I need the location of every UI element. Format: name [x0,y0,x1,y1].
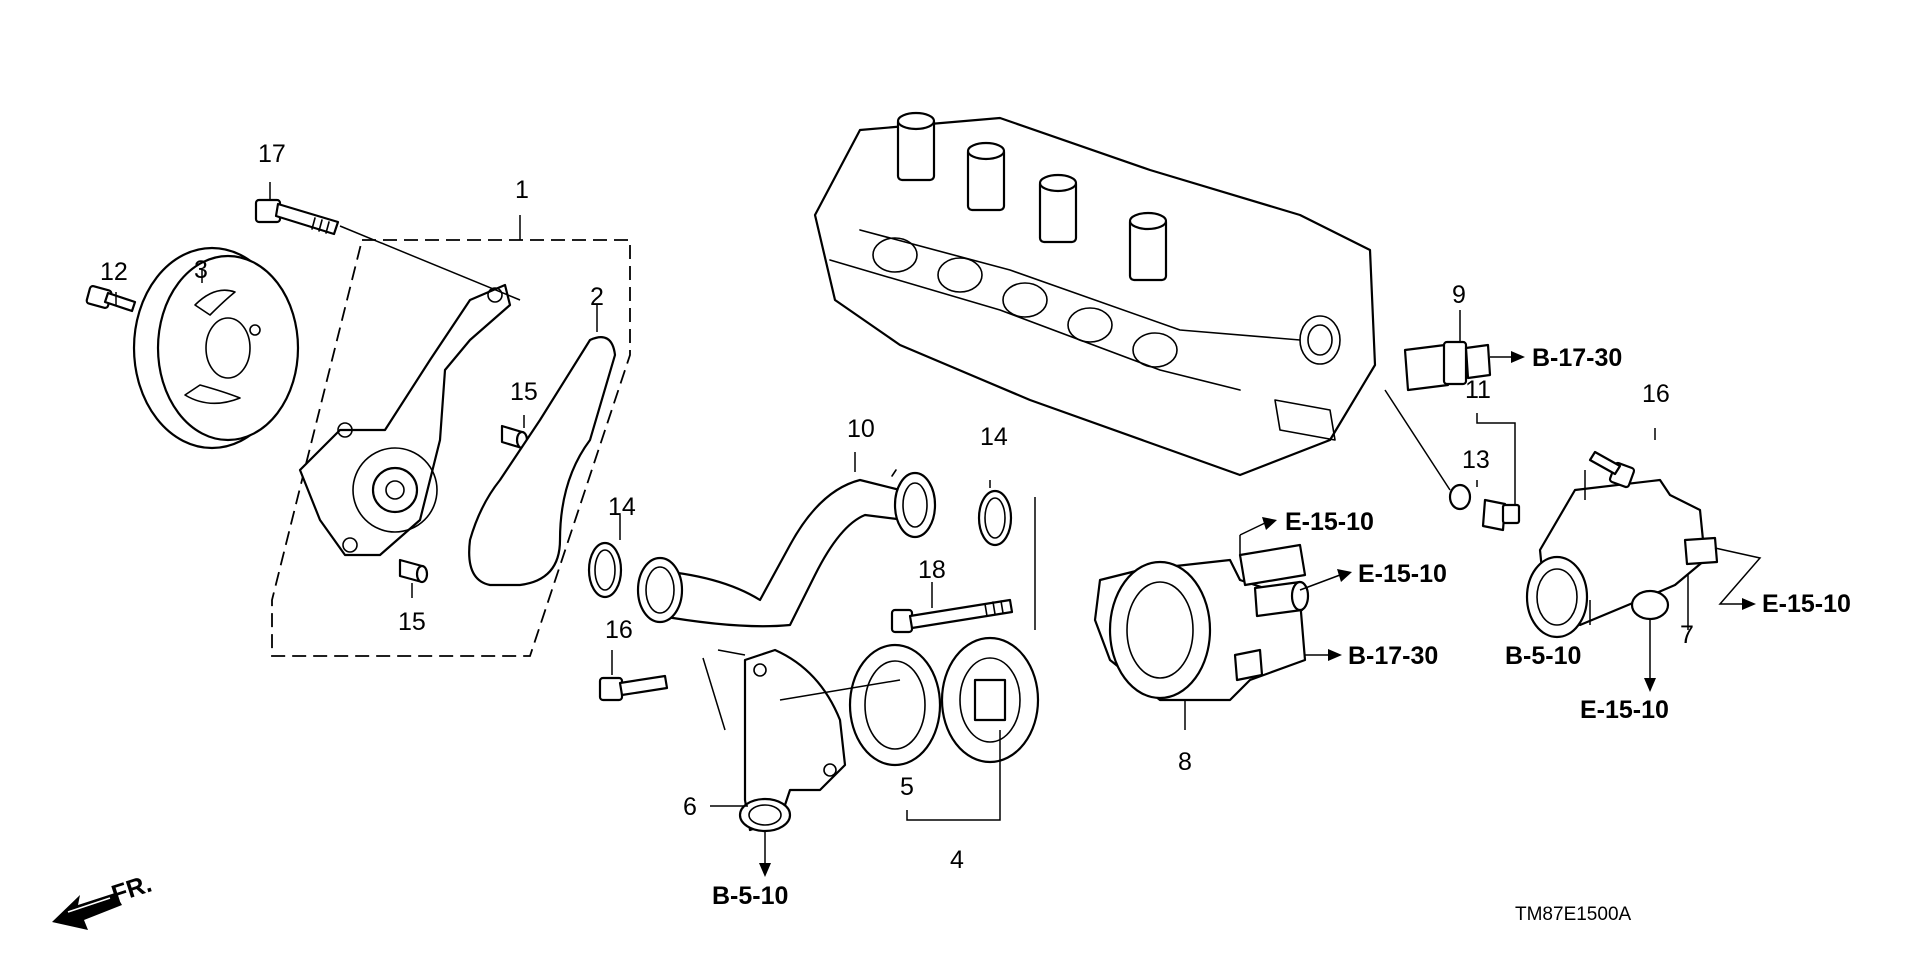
ref-b17-30-top: B-17-30 [1532,344,1622,372]
callout-8: 8 [1178,748,1192,776]
callout-numbers: 1 2 3 4 5 6 7 8 9 10 11 12 13 14 14 15 1… [100,140,1694,874]
bolt-17 [254,198,340,236]
front-arrow-icon: FR. [52,870,155,930]
cylinder-head [813,111,1377,477]
ref-b5-10-bottom: B-5-10 [712,882,788,910]
ref-b17-30-mid: B-17-30 [1348,642,1438,670]
bolt-16-left [598,674,669,702]
ref-b5-10-right: B-5-10 [1505,642,1581,670]
callout-14-right: 14 [980,423,1008,451]
washer-13 [1448,483,1472,511]
callout-16-right: 16 [1642,380,1670,408]
water-pipe [636,469,937,628]
pump-gasket [468,336,617,587]
ref-e15-10-bottom: E-15-10 [1580,696,1669,724]
water-passage-7 [1525,478,1719,639]
callout-1: 1 [515,176,529,204]
callout-15-lower: 15 [398,608,426,636]
callout-13: 13 [1462,446,1490,474]
water-outlet-6 [738,648,847,833]
thermostat [940,636,1040,764]
callout-5: 5 [900,773,914,801]
bolt-16-right [1588,450,1636,489]
callout-7: 7 [1680,621,1694,649]
callout-11: 11 [1465,376,1491,404]
ref-e15-10-right: E-15-10 [1762,590,1851,618]
callout-16-left: 16 [605,616,633,644]
o-ring-14-right [977,489,1013,547]
front-label: FR. [108,870,155,909]
bolt-12 [85,285,137,313]
o-ring-14-left [587,541,623,599]
callout-3: 3 [194,256,208,284]
sensor-9 [1403,340,1492,392]
callout-15-upper: 15 [510,378,538,406]
callout-12: 12 [100,258,128,286]
callout-17: 17 [258,140,286,168]
callout-10: 10 [847,415,875,443]
diagram-code: TM87E1500A [1515,904,1632,925]
callout-14-left: 14 [608,493,636,521]
thermostat-housing [1093,543,1310,702]
callout-4: 4 [950,846,964,874]
sensor-11 [1481,498,1521,532]
callout-18: 18 [918,556,946,584]
ref-e15-10-a: E-15-10 [1285,508,1374,536]
water-pump [298,283,512,557]
group-box-1 [271,239,631,657]
pulley [132,246,300,450]
callout-6: 6 [683,793,697,821]
callout-9: 9 [1452,281,1466,309]
bolt-18 [890,598,1014,634]
reference-labels: B-17-30 E-15-10 E-15-10 B-17-30 B-5-10 E… [712,344,1851,910]
ref-e15-10-b: E-15-10 [1358,560,1447,588]
seal-5 [848,643,942,767]
callout-2: 2 [590,283,604,311]
